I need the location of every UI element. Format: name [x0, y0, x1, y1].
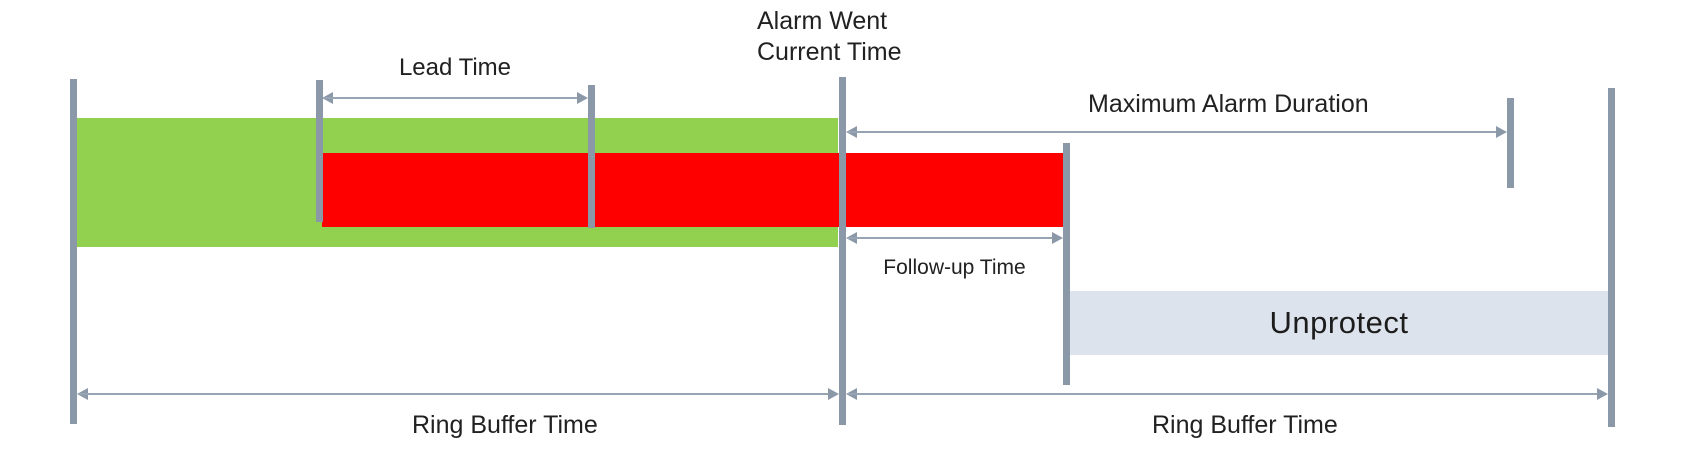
ring-buffer-end-marker: [1608, 88, 1615, 427]
lead-time-end-marker: [588, 85, 595, 228]
follow-up-time-arrow: [846, 231, 1063, 245]
ring-buffer-start-marker: [70, 79, 77, 424]
alarm-recording-bar: [322, 153, 1063, 227]
unprotect-label: Unprotect: [1269, 305, 1409, 340]
lead-time-arrow: [322, 91, 588, 105]
follow-up-end-marker: [1063, 143, 1070, 385]
follow-up-time-arrow-shaft: [848, 237, 1061, 239]
follow-up-time-label: Follow-up Time: [883, 256, 1026, 279]
ring-buffer-right-arrow-shaft: [848, 393, 1606, 395]
max-alarm-duration-arrow-shaft: [848, 131, 1505, 133]
max-alarm-duration-end-marker: [1507, 98, 1514, 188]
ring-buffer-time-right-label: Ring Buffer Time: [1152, 411, 1338, 439]
alarm-current-time-label-line2: Current Time: [757, 37, 902, 66]
alarm-current-time-marker: [839, 77, 846, 425]
alarm-current-time-label-line1: Alarm Went: [757, 7, 888, 35]
lead-time-arrow-shaft: [324, 97, 586, 99]
unprotect-bar: Unprotect: [1070, 291, 1608, 355]
lead-time-start-marker: [316, 80, 323, 222]
ring-buffer-time-left-label: Ring Buffer Time: [412, 411, 598, 439]
lead-time-label: Lead Time: [398, 54, 512, 81]
max-alarm-duration-label: Maximum Alarm Duration: [1088, 90, 1369, 118]
ring-buffer-left-arrow-shaft: [79, 393, 837, 395]
ring-buffer-left-arrow: [77, 387, 839, 401]
max-alarm-duration-arrow: [846, 125, 1507, 139]
alarm-current-time-label: Alarm Went Current Time: [757, 6, 901, 67]
ring-buffer-right-arrow: [846, 387, 1608, 401]
